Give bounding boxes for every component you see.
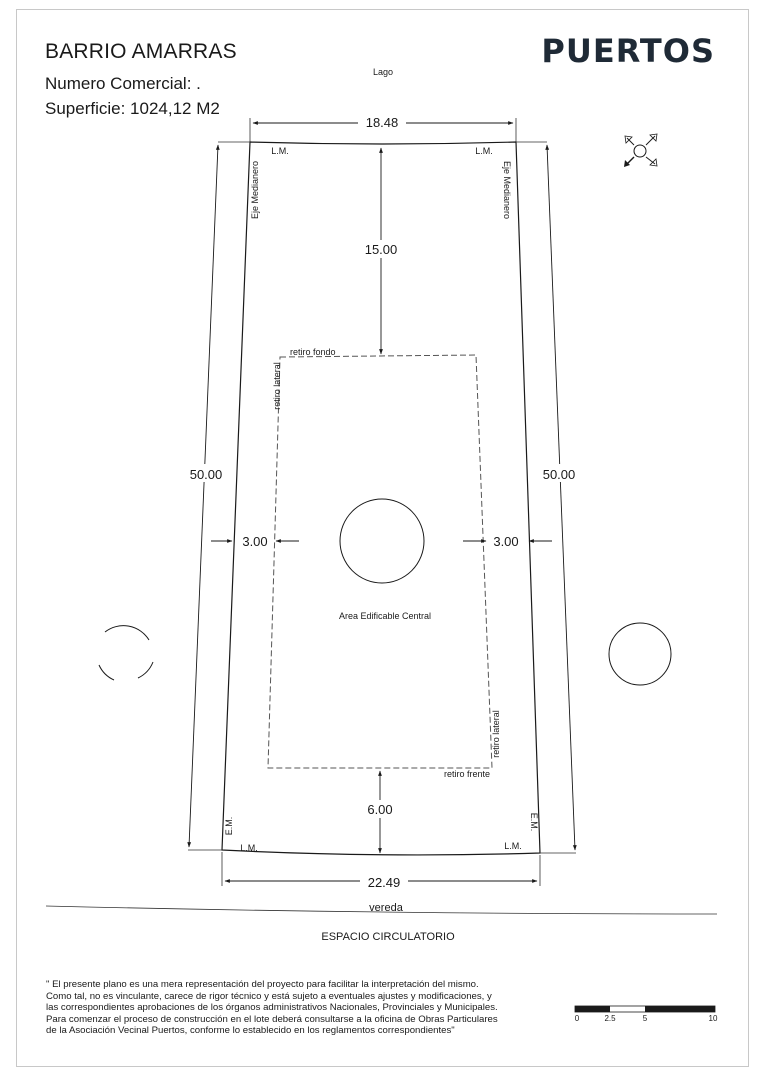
lm-top-left: L.M.	[271, 146, 289, 156]
scale-tick-0: 0	[575, 1014, 580, 1023]
em-right: E.M.	[529, 813, 539, 832]
eje-medianero-left: Eje Medianero	[250, 161, 260, 219]
lot-boundary	[221, 141, 541, 856]
dim-right-setback: 3.00	[493, 534, 518, 549]
plan-sheet	[16, 9, 749, 1067]
retiro-fondo-label: retiro fondo	[290, 347, 336, 357]
brand-logo: PUERTOS	[541, 32, 715, 70]
area-edificable-label: Area Edificable Central	[339, 611, 431, 621]
scale-tick-1: 2.5	[604, 1014, 616, 1023]
lm-bottom-right: L.M.	[504, 841, 522, 851]
scale-tick-3: 10	[709, 1014, 718, 1023]
retiro-lateral-left-label: retiro lateral	[272, 362, 282, 410]
scale-bar: 0 2.5 5 10	[574, 1005, 718, 1023]
dim-front-setback: 6.00	[367, 802, 392, 817]
tree-left	[98, 625, 154, 681]
disclaimer-line: de la Asociación Vecinal Puertos, confor…	[46, 1025, 455, 1037]
north-arrow-icon	[624, 133, 658, 167]
dim-rear-setback: 15.00	[365, 242, 398, 257]
lago-label: Lago	[373, 67, 393, 77]
eje-medianero-right: Eje Medianero	[502, 161, 512, 219]
vereda-line	[45, 905, 718, 915]
dim-line-left	[187, 144, 220, 848]
em-left: E.M.	[224, 817, 234, 836]
retiro-lateral-right-label: retiro lateral	[491, 710, 501, 758]
disclaimer-line: las correspondientes aprobaciones de los…	[46, 1002, 498, 1014]
lm-bottom-left: L.M.	[240, 843, 258, 853]
disclaimer-line: " El presente plano es una mera represen…	[46, 979, 479, 990]
center-circle	[339, 498, 425, 584]
dim-right-depth: 50.00	[543, 467, 576, 482]
dim-top-width: 18.48	[366, 115, 399, 130]
buildable-area	[267, 354, 493, 769]
page-title: BARRIO AMARRAS	[45, 40, 237, 63]
disclaimer-line: Como tal, no es vinculante, carece de ri…	[46, 990, 492, 1002]
lm-top-right: L.M.	[475, 146, 493, 156]
dim-bottom-width: 22.49	[368, 875, 401, 890]
dim-left-depth: 50.00	[190, 467, 223, 482]
superficie: Superficie: 1024,12 M2	[45, 99, 220, 118]
espacio-circulatorio-label: ESPACIO CIRCULATORIO	[321, 931, 455, 943]
tree-right	[608, 622, 672, 686]
retiro-frente-label: retiro frente	[444, 769, 490, 779]
vereda-label: vereda	[369, 902, 404, 914]
numero-comercial: Numero Comercial: .	[45, 74, 201, 93]
scale-tick-2: 5	[643, 1014, 648, 1023]
disclaimer: " El presente plano es una mera represen…	[46, 979, 536, 1037]
dim-left-setback: 3.00	[242, 534, 267, 549]
disclaimer-line: Para comenzar el proceso de construcción…	[46, 1013, 498, 1025]
dim-line-right	[545, 144, 577, 851]
